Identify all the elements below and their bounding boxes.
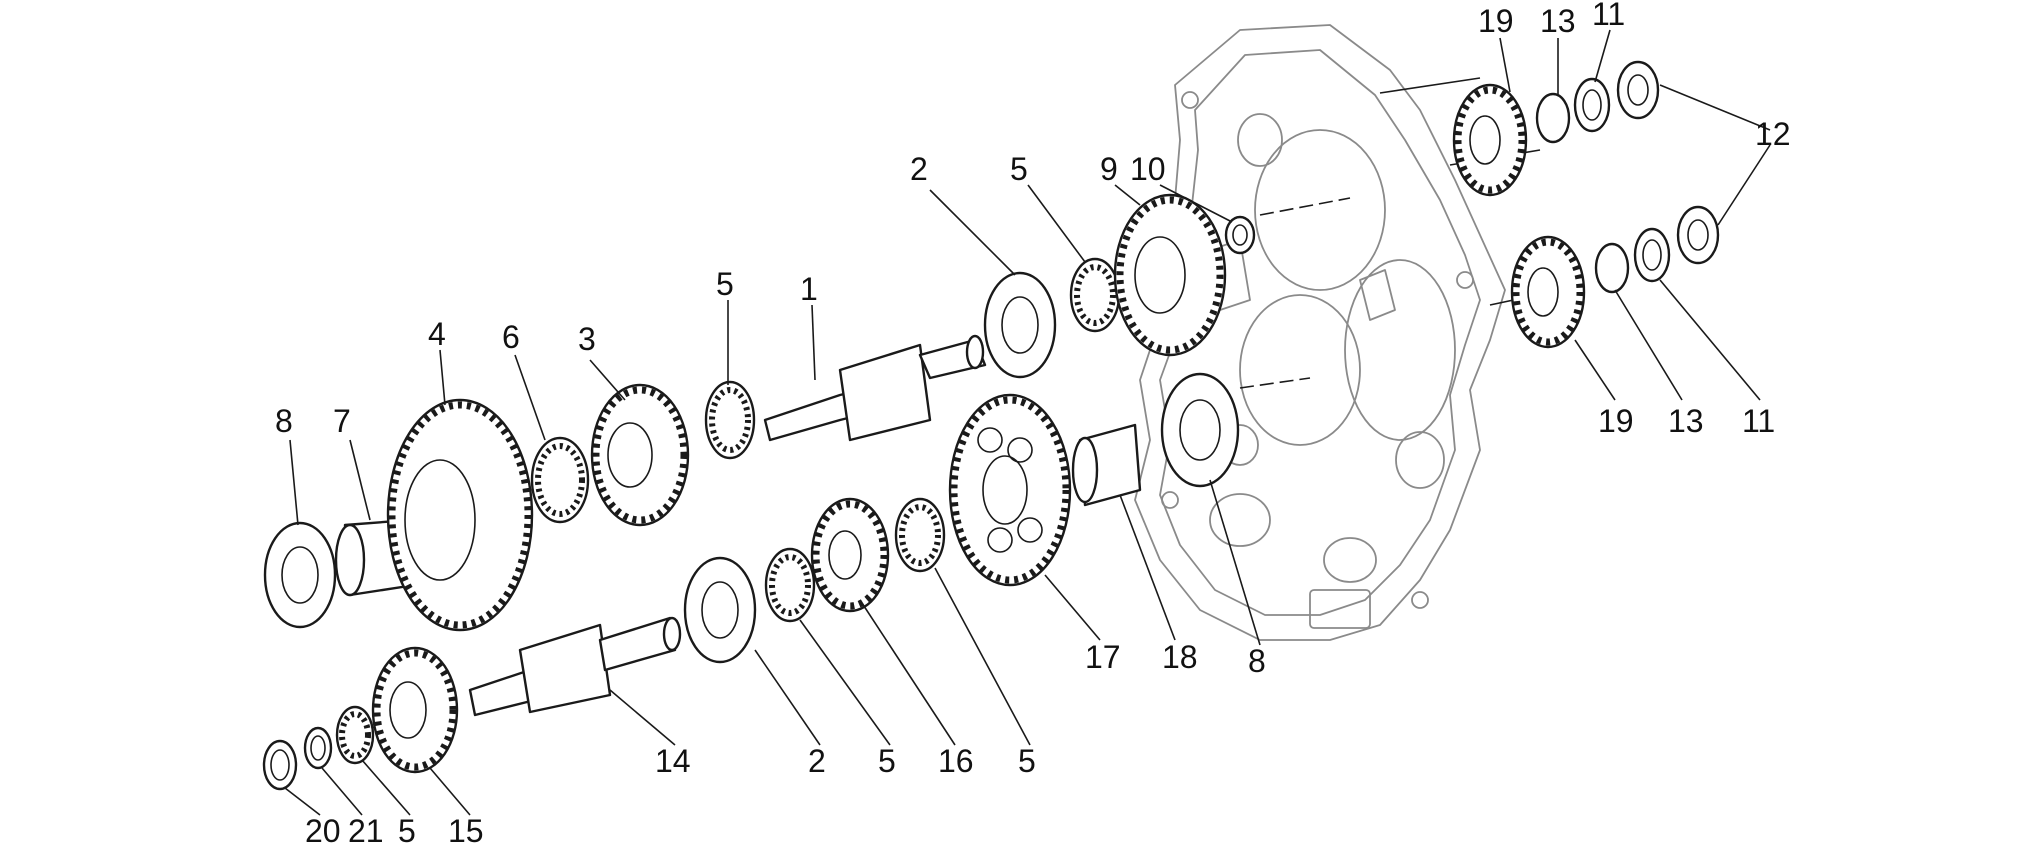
callout-9: 9 — [1100, 151, 1118, 187]
callout-2b: 2 — [808, 743, 826, 779]
callout-5c: 5 — [878, 743, 896, 779]
gear-17 — [948, 393, 1072, 587]
callout-13a: 13 — [1540, 3, 1576, 39]
retainer-plate-8b — [1160, 372, 1240, 488]
upper-shaft-assembly — [263, 193, 1256, 632]
callout-3: 3 — [578, 321, 596, 357]
right-upper-set — [1452, 60, 1660, 197]
callout-7: 7 — [333, 403, 351, 439]
retainer-plate-2b — [683, 556, 757, 664]
retainer-plate-2a — [983, 271, 1057, 379]
leader-lines — [284, 29, 1771, 816]
callout-1: 1 — [800, 271, 818, 307]
gear-4 — [386, 398, 534, 632]
washer-21 — [303, 726, 333, 770]
sleeve-18 — [1071, 423, 1142, 507]
callout-14: 14 — [655, 743, 691, 779]
callout-10: 10 — [1130, 151, 1166, 187]
needle-bearing-6 — [530, 436, 590, 524]
lock-washer-11b — [1633, 227, 1671, 283]
needle-bearing-5a — [704, 380, 756, 460]
needle-bearing-5b — [1069, 257, 1121, 333]
callout-5d: 5 — [1018, 743, 1036, 779]
gear-19b — [1510, 235, 1586, 349]
circlip-20 — [262, 739, 298, 791]
ring-13b — [1594, 242, 1630, 294]
callout-12: 12 — [1755, 116, 1791, 152]
callout-5a: 5 — [716, 266, 734, 302]
needle-bearing-5c — [764, 547, 816, 623]
callout-17: 17 — [1085, 639, 1121, 675]
lock-washer-11a — [1573, 77, 1611, 133]
nut-12a — [1616, 60, 1660, 120]
callout-15: 15 — [448, 813, 484, 847]
main-shaft-1 — [763, 334, 987, 442]
lower-shaft-assembly — [262, 372, 1240, 791]
callout-4: 4 — [428, 316, 446, 352]
callout-5b: 5 — [1010, 151, 1028, 187]
callout-16: 16 — [938, 743, 974, 779]
ring-13a — [1535, 92, 1571, 144]
gear-19a — [1452, 83, 1528, 197]
callout-labels: 1 2 3 4 5 5 6 7 8 9 10 19 13 11 12 19 13… — [275, 0, 1791, 847]
callout-20: 20 — [305, 813, 341, 847]
ring-10 — [1224, 215, 1256, 255]
callout-5e: 5 — [398, 813, 416, 847]
gear-3 — [590, 383, 690, 527]
right-lower-set — [1510, 205, 1720, 349]
callout-8b: 8 — [1248, 643, 1266, 679]
callout-2a: 2 — [910, 151, 928, 187]
callout-8a: 8 — [275, 403, 293, 439]
callout-11b: 11 — [1742, 403, 1775, 439]
callout-11a: 11 — [1592, 0, 1625, 32]
callout-18: 18 — [1162, 639, 1198, 675]
callout-13b: 13 — [1668, 403, 1704, 439]
needle-bearing-5e — [335, 705, 375, 765]
callout-21: 21 — [348, 813, 384, 847]
callout-6: 6 — [502, 319, 520, 355]
gear-9 — [1113, 193, 1227, 357]
gear-16 — [810, 497, 890, 613]
retainer-plate-8a — [263, 521, 337, 629]
output-shaft-14 — [468, 616, 682, 717]
gear-15 — [371, 646, 459, 774]
callout-19a: 19 — [1478, 3, 1514, 39]
callout-19b: 19 — [1598, 403, 1634, 439]
nut-12b — [1676, 205, 1720, 265]
needle-bearing-5d — [894, 497, 946, 573]
